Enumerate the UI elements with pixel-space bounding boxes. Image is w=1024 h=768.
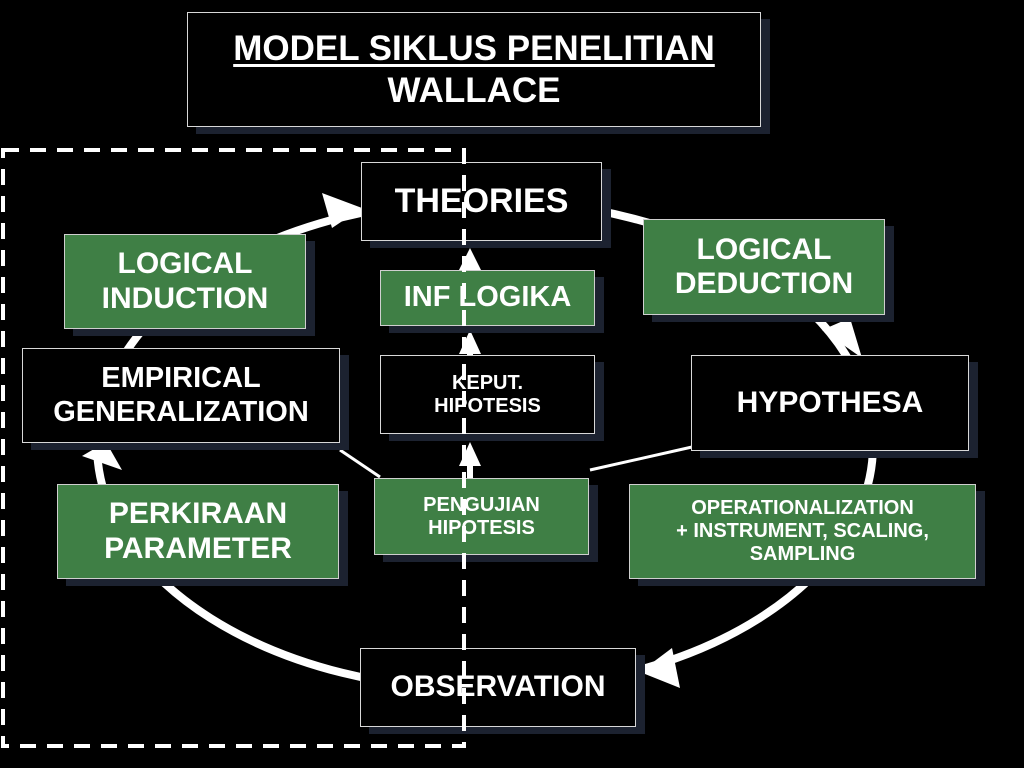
pengujian-hipotesis-node: PENGUJIAN HIPOTESIS — [374, 478, 589, 555]
arrow-to-observation — [640, 648, 680, 688]
keput-hipotesis-node: KEPUT. HIPOTESIS — [380, 355, 595, 434]
title-line-2: WALLACE — [387, 70, 561, 110]
center-arrow-to-keput — [459, 442, 481, 466]
hypothesa-label: HYPOTHESA — [736, 385, 924, 419]
empirical-generalization-line-2: GENERALIZATION — [53, 395, 309, 428]
logical-deduction-node: LOGICAL DEDUCTION — [643, 219, 885, 315]
perkiraan-parameter-line-2: PARAMETER — [104, 531, 292, 565]
perkiraan-parameter-line-1: PERKIRAAN — [108, 497, 288, 530]
title-line-1: MODEL SIKLUS PENELITIAN — [233, 28, 715, 68]
diagram-title: MODEL SIKLUS PENELITIAN WALLACE — [187, 12, 761, 127]
keput-hipotesis-line-2: HIPOTESIS — [434, 394, 541, 417]
empirical-generalization-line-1: EMPIRICAL — [101, 362, 261, 395]
logical-induction-line-1: LOGICAL — [117, 247, 253, 280]
connector-left — [339, 448, 381, 479]
logical-induction-node: LOGICAL INDUCTION — [64, 234, 306, 329]
inf-logika-label: INF LOGIKA — [403, 281, 572, 314]
logical-deduction-line-1: LOGICAL — [696, 232, 832, 266]
theories-node: THEORIES — [361, 162, 602, 241]
logical-induction-line-2: INDUCTION — [101, 281, 269, 315]
center-arrow-to-inf-logika — [459, 330, 481, 354]
logical-deduction-line-2: DEDUCTION — [674, 267, 854, 300]
operationalization-line-2: + INSTRUMENT, SCALING, — [676, 520, 929, 542]
operationalization-line-3: SAMPLING — [749, 543, 856, 565]
inf-logika-node: INF LOGIKA — [380, 270, 595, 326]
theories-label: THEORIES — [394, 181, 569, 220]
observation-node: OBSERVATION — [360, 648, 636, 727]
hypothesa-node: HYPOTHESA — [691, 355, 969, 451]
operationalization-line-1: OPERATIONALIZATION — [691, 497, 914, 519]
keput-hipotesis-line-1: KEPUT. — [451, 371, 524, 394]
arrow-to-hypothesa — [822, 318, 862, 358]
observation-label: OBSERVATION — [390, 670, 606, 704]
pengujian-hipotesis-line-2: HIPOTESIS — [428, 516, 535, 539]
center-arrow-to-theories — [459, 248, 481, 270]
perkiraan-parameter-node: PERKIRAAN PARAMETER — [57, 484, 339, 579]
connector-right — [589, 445, 693, 472]
operationalization-node: OPERATIONALIZATION + INSTRUMENT, SCALING… — [629, 484, 976, 579]
pengujian-hipotesis-line-1: PENGUJIAN — [423, 493, 540, 516]
empirical-generalization-node: EMPIRICAL GENERALIZATION — [22, 348, 340, 443]
